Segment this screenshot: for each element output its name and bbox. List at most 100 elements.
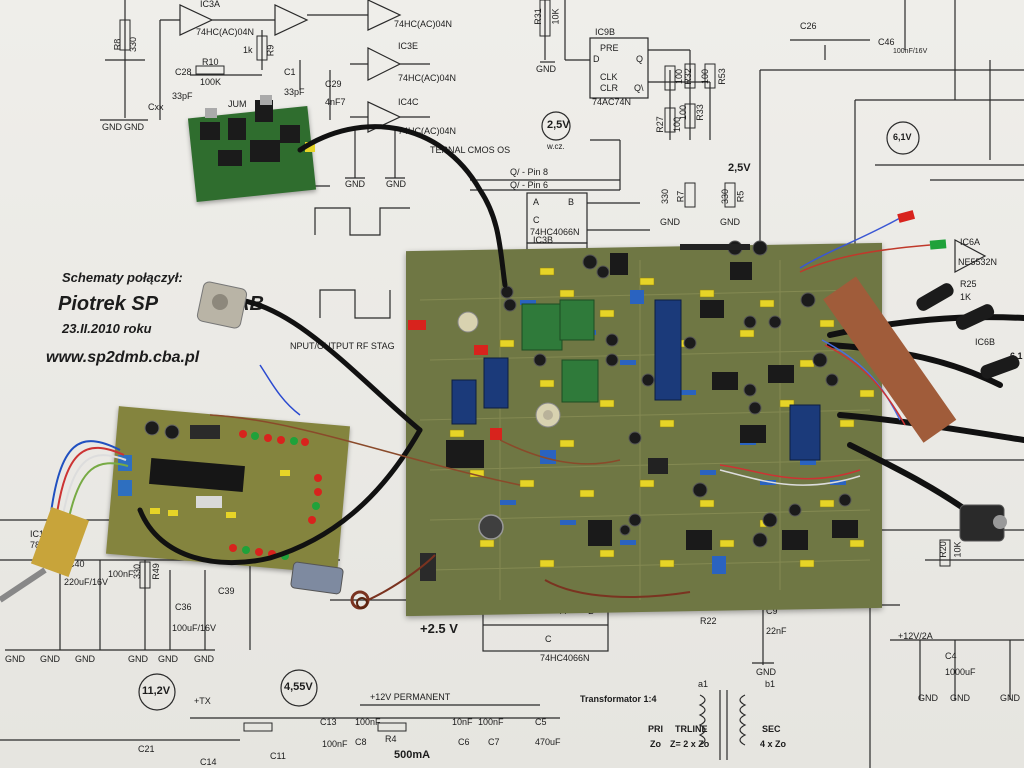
part-label: 74HC(AC)04N — [196, 27, 255, 37]
voltage-11-2: 11,2V — [142, 685, 171, 697]
cap-value: 22nF — [766, 626, 787, 636]
cap-value: 1000uF — [945, 667, 976, 677]
cap-value: 33pF — [284, 87, 305, 97]
part-label: 74HC4066N — [540, 653, 590, 663]
gnd-label: GND — [918, 693, 938, 703]
note-pri: PRI — [648, 724, 664, 734]
cap-label: C11 — [270, 751, 286, 761]
title-website: www.sp2dmb.cba.pl — [46, 349, 200, 366]
part-label: 74HC(AC)04N — [398, 126, 457, 136]
gnd-label: GND — [950, 693, 970, 703]
ic-label: IC4C — [398, 97, 419, 107]
gnd-label: GND — [5, 654, 25, 664]
cap-label: C7 — [488, 737, 500, 747]
note-b1: b1 — [765, 679, 776, 689]
ic-label: IC3E — [398, 41, 419, 51]
note-trline: TRLINE — [675, 724, 708, 734]
cap-value: 100nF — [108, 569, 134, 579]
title-author: Piotrek SP — [58, 293, 159, 315]
note-500ma: 500mA — [394, 749, 431, 761]
gnd-label: GND — [194, 654, 214, 664]
part-label: NE5532N — [958, 257, 998, 267]
rail-2-5v-top: 2,5V — [728, 162, 751, 174]
gnd-label: GND — [40, 654, 60, 664]
pin-label: C — [545, 634, 552, 644]
pin-label: B — [568, 197, 575, 207]
title-date: 23.II.2010 roku — [62, 321, 152, 336]
cap-label: C4 — [945, 651, 957, 661]
note-jum: JUM — [228, 99, 247, 109]
cap-value: 100nF — [322, 739, 348, 749]
pin-label: D — [593, 54, 600, 64]
gnd-label: GND — [660, 217, 680, 227]
cap-label: C28 — [175, 67, 192, 77]
gnd-label: GND — [386, 179, 406, 189]
note-z2: Z= 2 x Zo — [670, 739, 710, 749]
microcontroller-chip — [149, 457, 245, 493]
ic-label: IC3A — [200, 0, 221, 9]
pin-label: PRE — [600, 43, 619, 53]
ic-label: IC3B — [533, 235, 554, 245]
pin-label: A — [533, 197, 540, 207]
voltage-6-1b: 6,1 — [1010, 351, 1023, 361]
resistor-label: R10 — [202, 57, 219, 67]
resistor-label: R25 — [960, 279, 977, 289]
gnd-label: GND — [128, 654, 148, 664]
gnd-label: GND — [536, 64, 556, 74]
cap-value: 33pF — [172, 91, 193, 101]
right-strip-board — [823, 276, 957, 443]
cap-label: C40 — [68, 559, 85, 569]
cap-label: C8 — [355, 737, 367, 747]
large-electrolytic-cap — [478, 514, 504, 540]
part-label: 74HC(AC)04N — [394, 19, 453, 29]
voltage-2-5-sub: w.cz. — [547, 142, 565, 151]
note-tx: +TX — [194, 696, 211, 706]
pin-label: Q\ — [634, 83, 644, 93]
gnd-label: GND — [158, 654, 178, 664]
ic-label: IC10 — [30, 529, 50, 539]
voltage-6-1: 6,1V — [893, 132, 912, 142]
cap-label: C14 — [200, 757, 217, 767]
cap-value: 470uF — [535, 737, 561, 747]
title-line1: Schematy połączył: — [62, 270, 183, 285]
note-cxx: Cxx — [148, 102, 164, 112]
gnd-label: GND — [75, 654, 95, 664]
note-12v-2a: +12V/2A — [898, 631, 933, 641]
cap-value: 100nF — [478, 717, 504, 727]
note-12v-permanent: +12V PERMANENT — [370, 692, 451, 702]
cap-label: C46 — [878, 37, 895, 47]
gnd-label: GND — [720, 217, 740, 227]
resistor-label: R4 — [385, 734, 397, 744]
ic-label: IC6A — [960, 237, 981, 247]
voltage-4-55: 4,55V — [284, 681, 313, 693]
part-label: 74HC4066N — [530, 227, 580, 237]
cap-label: C9 — [766, 606, 778, 616]
cap-value: 10nF — [452, 717, 473, 727]
resistor-value: 1K — [960, 292, 972, 302]
cap-label: C5 — [535, 717, 547, 727]
note-4zo: 4 x Zo — [760, 739, 787, 749]
note-pin8: Q/ - Pin 8 — [510, 167, 549, 177]
note-zo: Zo — [650, 739, 661, 749]
gnd-label: GND — [124, 122, 144, 132]
pin-label: C — [533, 215, 540, 225]
pin-label: CLR — [600, 83, 619, 93]
part-label: 74HC(AC)04N — [398, 73, 457, 83]
ic-label: IC6B — [975, 337, 996, 347]
gnd-label: GND — [345, 179, 365, 189]
cap-label: C1 — [284, 67, 296, 77]
cap-value: 100nF/16V — [893, 48, 928, 55]
cap-label: C26 — [800, 21, 817, 31]
gnd-label: GND — [1000, 693, 1020, 703]
note-cmos: TERNAL CMOS OS — [430, 145, 511, 155]
cap-label: C29 — [325, 79, 342, 89]
db9-connector — [290, 561, 344, 595]
resistor-value: 1k — [243, 45, 253, 55]
ic-label: IC9B — [595, 27, 616, 37]
cap-label: C36 — [175, 602, 192, 612]
pin-label: Q — [636, 54, 644, 64]
